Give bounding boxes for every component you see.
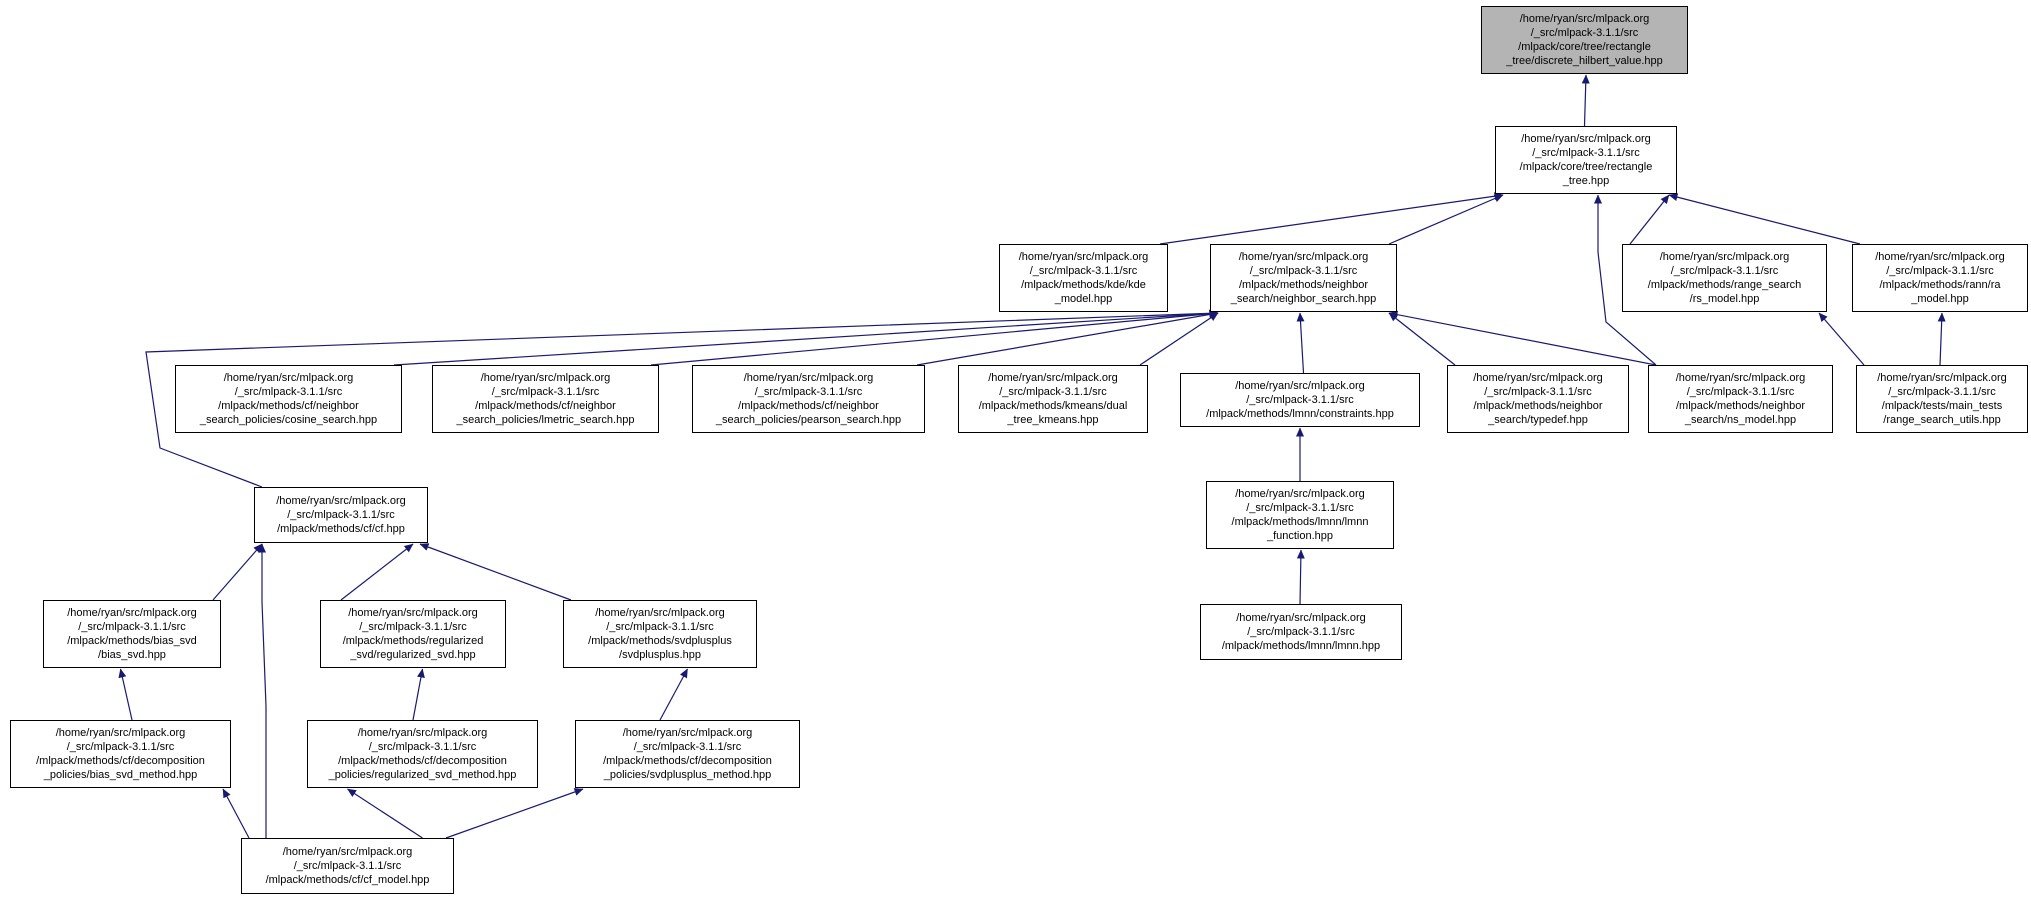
node-label: /home/ryan/src/mlpack.org /_src/mlpack-3… (603, 727, 772, 781)
node-cf[interactable]: /home/ryan/src/mlpack.org /_src/mlpack-3… (254, 487, 428, 543)
edge-dual_tree_kmeans-neighbor_search (1139, 312, 1219, 366)
node-regularized_svd_method[interactable]: /home/ryan/src/mlpack.org /_src/mlpack-3… (307, 720, 538, 788)
node-bias_svd_method[interactable]: /home/ryan/src/mlpack.org /_src/mlpack-3… (10, 720, 231, 788)
edge-svdplusplus_method-svdplusplus (659, 668, 689, 721)
node-label: /home/ryan/src/mlpack.org /_src/mlpack-3… (1018, 251, 1149, 305)
node-label: /home/ryan/src/mlpack.org /_src/mlpack-3… (1519, 133, 1653, 187)
edge-rectangle_tree-discrete_hilbert_value (1581, 74, 1590, 127)
edge-typedef-neighbor_search (1388, 312, 1456, 366)
node-label: /home/ryan/src/mlpack.org /_src/mlpack-3… (36, 727, 205, 781)
node-range_search_utils[interactable]: /home/ryan/src/mlpack.org /_src/mlpack-3… (1856, 365, 2028, 433)
node-ns_model[interactable]: /home/ryan/src/mlpack.org /_src/mlpack-3… (1648, 365, 1833, 433)
node-label: /home/ryan/src/mlpack.org /_src/mlpack-3… (67, 607, 197, 661)
node-label: /home/ryan/src/mlpack.org /_src/mlpack-3… (1473, 372, 1603, 426)
node-rs_model[interactable]: /home/ryan/src/mlpack.org /_src/mlpack-3… (1622, 244, 1827, 312)
node-label: /home/ryan/src/mlpack.org /_src/mlpack-3… (1230, 251, 1377, 305)
node-label: /home/ryan/src/mlpack.org /_src/mlpack-3… (1675, 372, 1806, 426)
node-label: /home/ryan/src/mlpack.org /_src/mlpack-3… (199, 372, 378, 426)
node-cosine_search[interactable]: /home/ryan/src/mlpack.org /_src/mlpack-3… (175, 365, 402, 433)
node-label: /home/ryan/src/mlpack.org /_src/mlpack-3… (265, 846, 430, 886)
node-lmnn_function[interactable]: /home/ryan/src/mlpack.org /_src/mlpack-3… (1206, 481, 1394, 549)
edge-range_search_utils-ra_model (1937, 312, 1946, 366)
edge-ns_model-neighbor_search (1388, 310, 1657, 366)
edge-cosine_search-neighbor_search (393, 309, 1219, 366)
node-ra_model[interactable]: /home/ryan/src/mlpack.org /_src/mlpack-3… (1852, 244, 2028, 312)
node-label: /home/ryan/src/mlpack.org /_src/mlpack-3… (715, 372, 902, 426)
node-label: /home/ryan/src/mlpack.org /_src/mlpack-3… (1877, 372, 2007, 426)
node-bias_svd[interactable]: /home/ryan/src/mlpack.org /_src/mlpack-3… (43, 600, 221, 668)
node-label: /home/ryan/src/mlpack.org /_src/mlpack-3… (1231, 488, 1369, 542)
edge-bias_svd_method-bias_svd (118, 668, 133, 721)
edge-bias_svd-cf (212, 543, 263, 601)
node-label: /home/ryan/src/mlpack.org /_src/mlpack-3… (456, 372, 635, 426)
node-cf_model[interactable]: /home/ryan/src/mlpack.org /_src/mlpack-3… (241, 838, 454, 894)
node-label: /home/ryan/src/mlpack.org /_src/mlpack-3… (342, 607, 484, 661)
node-neighbor_search[interactable]: /home/ryan/src/mlpack.org /_src/mlpack-3… (1210, 244, 1397, 312)
node-constraints[interactable]: /home/ryan/src/mlpack.org /_src/mlpack-3… (1180, 373, 1420, 427)
edge-kde_model-rectangle_tree (1159, 192, 1504, 245)
edge-pearson_search-neighbor_search (916, 310, 1219, 366)
edge-lmnn-lmnn_function (1296, 549, 1305, 605)
node-pearson_search[interactable]: /home/ryan/src/mlpack.org /_src/mlpack-3… (692, 365, 925, 433)
edge-range_search_utils-rs_model (1818, 312, 1865, 366)
node-svdplusplus_method[interactable]: /home/ryan/src/mlpack.org /_src/mlpack-3… (575, 720, 800, 788)
node-discrete_hilbert_value[interactable]: /home/ryan/src/mlpack.org /_src/mlpack-3… (1481, 6, 1688, 74)
node-svdplusplus[interactable]: /home/ryan/src/mlpack.org /_src/mlpack-3… (563, 600, 757, 668)
node-label: /home/ryan/src/mlpack.org /_src/mlpack-3… (978, 372, 1128, 426)
edge-neighbor_search-rectangle_tree (1388, 194, 1504, 245)
node-label: /home/ryan/src/mlpack.org /_src/mlpack-3… (1206, 380, 1394, 420)
edge-ra_model-rectangle_tree (1668, 193, 1861, 245)
node-label: /home/ryan/src/mlpack.org /_src/mlpack-3… (1506, 13, 1663, 67)
node-lmetric_search[interactable]: /home/ryan/src/mlpack.org /_src/mlpack-3… (432, 365, 659, 433)
edge-regularized_svd_method-regularized_svd (412, 668, 425, 721)
edge-ns_model-rectangle_tree (1594, 194, 1657, 366)
edge-cf_model-regularized_svd_method (347, 788, 423, 839)
node-kde_model[interactable]: /home/ryan/src/mlpack.org /_src/mlpack-3… (999, 244, 1168, 312)
edge-rs_model-rectangle_tree (1629, 194, 1670, 245)
edge-lmetric_search-neighbor_search (650, 309, 1219, 366)
node-label: /home/ryan/src/mlpack.org /_src/mlpack-3… (1647, 251, 1802, 305)
node-rectangle_tree[interactable]: /home/ryan/src/mlpack.org /_src/mlpack-3… (1495, 126, 1677, 194)
edge-cf_model-cf (258, 543, 267, 838)
node-regularized_svd[interactable]: /home/ryan/src/mlpack.org /_src/mlpack-3… (320, 600, 506, 668)
edge-cf_model-svdplusplus_method (445, 788, 584, 839)
node-label: /home/ryan/src/mlpack.org /_src/mlpack-3… (1875, 251, 2005, 305)
node-label: /home/ryan/src/mlpack.org /_src/mlpack-3… (588, 607, 732, 661)
edge-cf_model-bias_svd_method (222, 788, 250, 839)
edge-svdplusplus-cf (419, 543, 572, 601)
edge-constraints-neighbor_search (1296, 312, 1305, 374)
node-lmnn[interactable]: /home/ryan/src/mlpack.org /_src/mlpack-3… (1200, 604, 1402, 660)
node-label: /home/ryan/src/mlpack.org /_src/mlpack-3… (276, 495, 406, 535)
node-dual_tree_kmeans[interactable]: /home/ryan/src/mlpack.org /_src/mlpack-3… (958, 365, 1148, 433)
node-label: /home/ryan/src/mlpack.org /_src/mlpack-3… (1221, 612, 1381, 652)
node-typedef[interactable]: /home/ryan/src/mlpack.org /_src/mlpack-3… (1447, 365, 1629, 433)
edge-regularized_svd-cf (340, 543, 414, 601)
node-label: /home/ryan/src/mlpack.org /_src/mlpack-3… (328, 727, 517, 781)
edge-cf-neighbor_search (145, 309, 1219, 488)
